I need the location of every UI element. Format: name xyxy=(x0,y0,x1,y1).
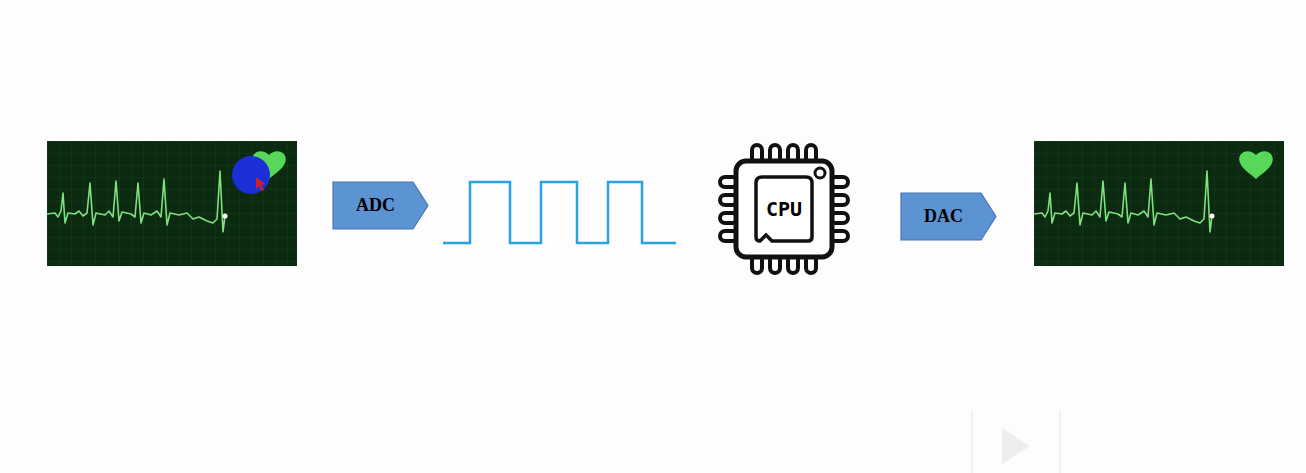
arrow-box: DAC xyxy=(900,192,997,241)
cpu-chip xyxy=(720,145,848,273)
ecg-monitor xyxy=(47,141,297,266)
ecg-monitor xyxy=(1034,141,1284,266)
arrow-shape xyxy=(333,182,428,229)
square-wave xyxy=(443,182,676,243)
arrow-shape xyxy=(901,193,996,240)
arrow-box: ADC xyxy=(332,181,429,230)
cpu-node: CPU xyxy=(716,141,852,277)
block-label: ADC xyxy=(356,195,405,216)
chip-label: CPU xyxy=(766,197,802,221)
block-label: DAC xyxy=(924,206,973,227)
watermark-logo xyxy=(972,410,1060,473)
